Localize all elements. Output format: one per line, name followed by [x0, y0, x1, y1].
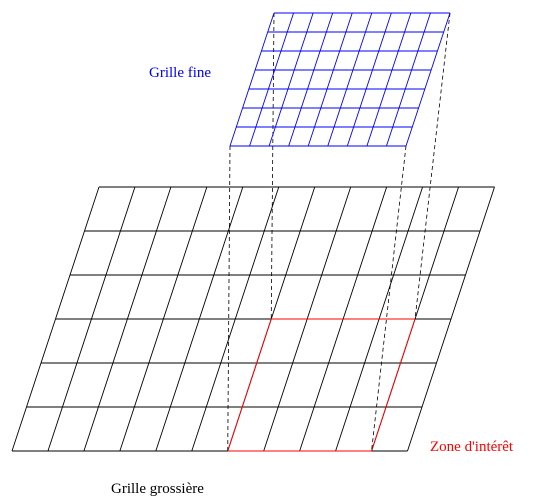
fine-grid-column-line	[307, 12, 353, 147]
fine-grid-column-line	[366, 12, 412, 147]
coarse-grid-column-line	[155, 186, 244, 452]
projection-dashed-line	[371, 145, 407, 452]
projection-dashed-line	[227, 145, 231, 452]
fine-grid-column-line	[327, 12, 373, 147]
projection-lines	[227, 12, 451, 452]
projection-dashed-line	[270, 12, 275, 320]
fine-grid-column-line	[405, 12, 451, 147]
coarse-grid-column-line	[83, 186, 172, 452]
fine-grid-column-line	[229, 12, 275, 147]
coarse-grid-label: Grille grossière	[111, 481, 204, 497]
fine-grid-column-line	[346, 12, 392, 147]
coarse-grid-column-line	[407, 186, 495, 452]
coarse-grid-column-line	[47, 186, 136, 452]
fine-grid-column-line	[268, 12, 314, 147]
fine-grid-column-line	[386, 12, 431, 147]
fine-grid-column-line	[249, 12, 294, 147]
coarse-grid	[11, 186, 495, 452]
zone-left-edge	[227, 318, 272, 452]
coarse-grid-column-line	[191, 186, 280, 452]
fine-grid	[229, 12, 451, 147]
fine-grid-column-line	[288, 12, 334, 147]
coarse-grid-column-line	[11, 186, 100, 452]
projection-dashed-line	[414, 12, 451, 320]
fine-grid-label: Grille fine	[149, 65, 212, 81]
coarse-grid-column-line	[119, 186, 208, 452]
zone-of-interest-outline	[227, 318, 416, 452]
zone-right-edge	[371, 318, 416, 452]
zone-of-interest-label: Zone d'intérêt	[430, 439, 514, 455]
